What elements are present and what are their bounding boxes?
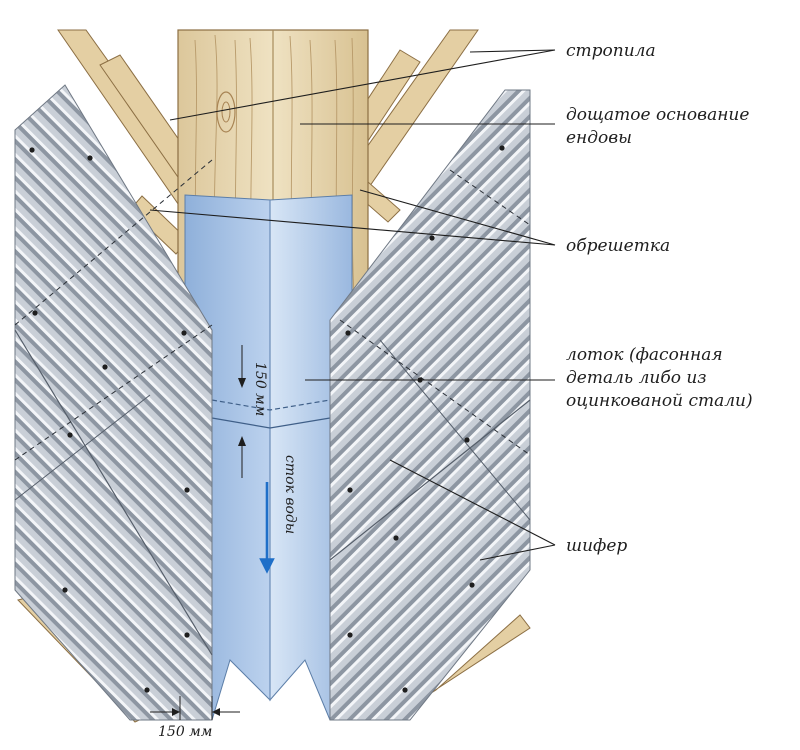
- slate-left-dashed-2: [14, 159, 213, 326]
- tray-overlap-line: [211, 399, 331, 411]
- leader-lines: [149, 49, 556, 561]
- nail: [29, 147, 35, 153]
- slate-right-dashed-2: [449, 169, 531, 226]
- nail: [144, 687, 150, 693]
- nails: [29, 145, 505, 693]
- nail: [402, 687, 408, 693]
- label-tray-line1: лоток (фасонная: [566, 345, 723, 365]
- slate-right-seam-2: [379, 339, 531, 521]
- overlap-dim-arrow-bottom: [238, 436, 246, 446]
- nail: [102, 364, 108, 370]
- width-dim-arrowhead-left: [172, 708, 180, 716]
- flow-text: сток воды: [282, 455, 298, 534]
- overlap-dim-arrow-top: [238, 378, 246, 388]
- overlap-dimension: [238, 345, 246, 478]
- nail: [87, 155, 93, 161]
- width-dimension: [150, 696, 240, 720]
- nail: [184, 487, 190, 493]
- nail: [429, 235, 435, 241]
- tray-overlap-edge: [211, 417, 331, 429]
- nail: [345, 330, 351, 336]
- wood-grain: [194, 34, 357, 331]
- leader-battens-2: [359, 189, 556, 246]
- label-battens: обрешетка: [566, 236, 670, 256]
- slate-right: [329, 89, 531, 721]
- leader-slate-1: [389, 459, 556, 546]
- slate-right-dashed-1: [339, 319, 531, 456]
- nail: [32, 310, 38, 316]
- nail: [347, 487, 353, 493]
- slate-left: [14, 84, 213, 721]
- width-dim-arrowhead-right: [212, 708, 220, 716]
- label-board-base-line2: ендовы: [566, 128, 632, 148]
- slate-right-sheet: [329, 89, 531, 721]
- nail: [62, 587, 68, 593]
- wood-knot-inner: [221, 101, 231, 123]
- nail: [181, 330, 187, 336]
- label-tray-line3: оцинкованой стали): [566, 391, 753, 411]
- nail: [499, 145, 505, 151]
- nail: [184, 632, 190, 638]
- nail: [67, 432, 73, 438]
- label-tray-line2: деталь либо из: [566, 368, 707, 388]
- slate-left-seam-2: [14, 394, 151, 501]
- label-rafters: стропила: [566, 41, 656, 61]
- slate-left-dashed-1: [14, 324, 213, 461]
- nail: [464, 437, 470, 443]
- leader-battens-1: [149, 209, 556, 246]
- overlap-dimension-text: 150 мм: [252, 362, 268, 416]
- nail: [469, 582, 475, 588]
- label-board-base-line1: дощатое основание: [566, 105, 749, 125]
- leader-slate-2: [479, 544, 556, 561]
- nail: [347, 632, 353, 638]
- leader-rafters-1: [469, 49, 556, 53]
- slate-left-seam-1: [14, 329, 213, 656]
- nail: [393, 535, 399, 541]
- leader-rafters-2: [169, 49, 556, 121]
- width-dimension-text: 150 мм: [158, 724, 212, 740]
- label-slate: шифер: [566, 536, 627, 556]
